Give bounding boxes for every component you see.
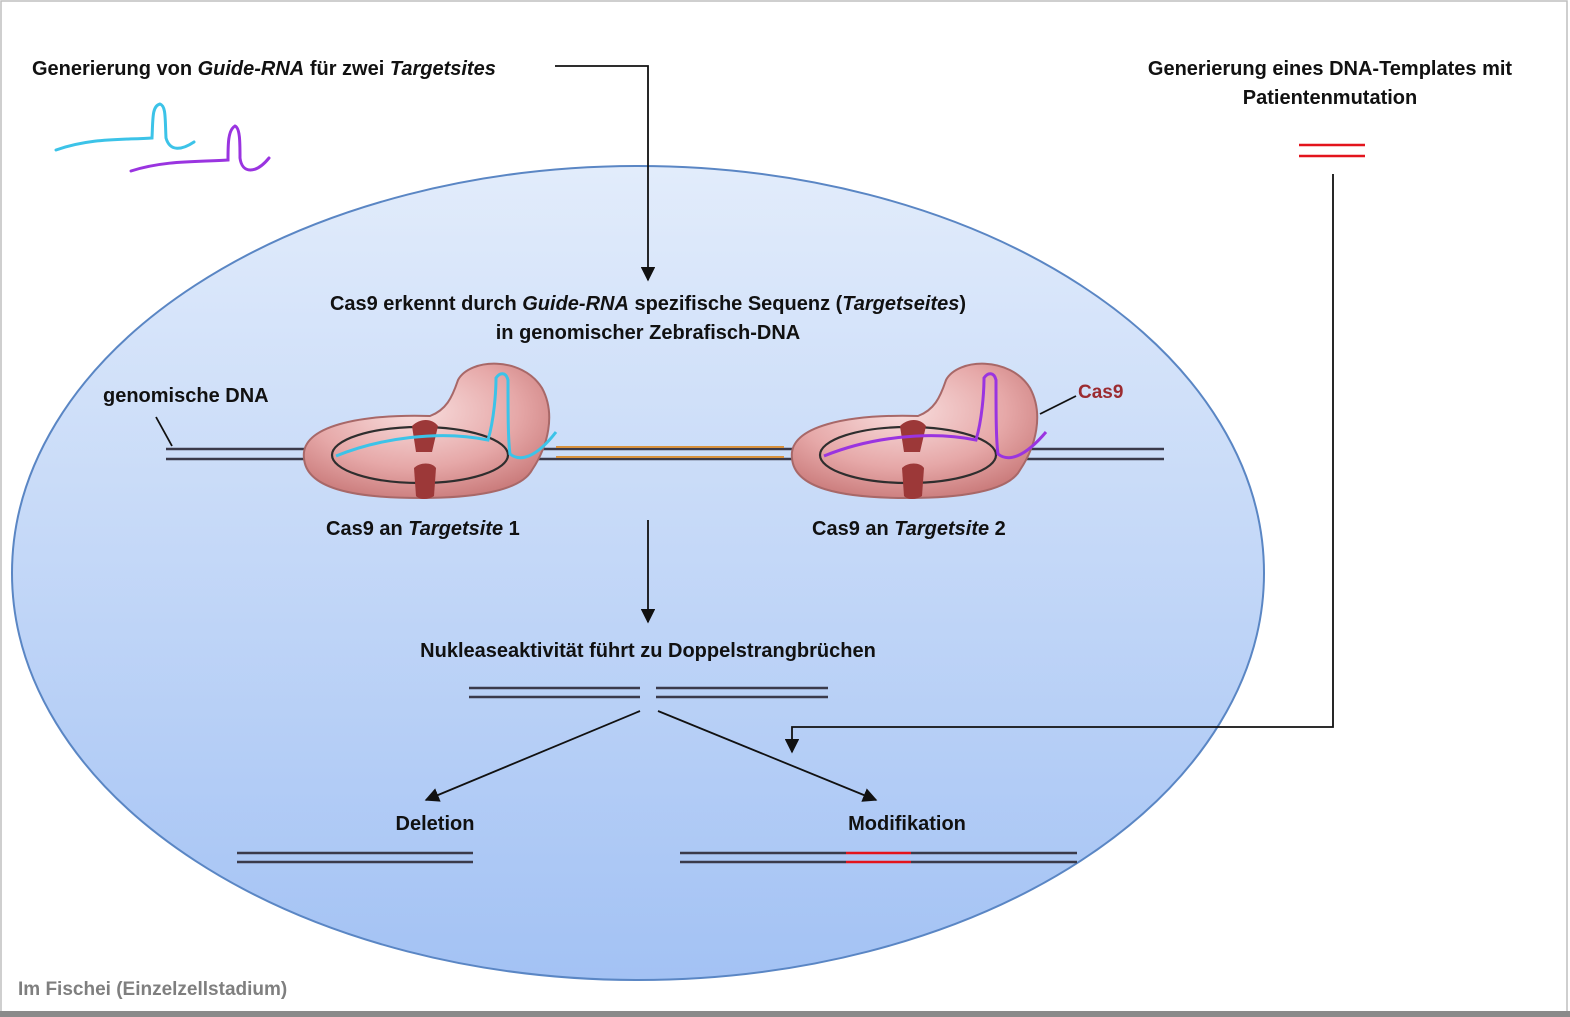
arrow-template-to-modification: [784, 174, 1334, 754]
deletion-label: Deletion: [395, 813, 475, 835]
arrow-to-modification: [657, 710, 878, 802]
template-label: Generierung eines DNA-Templates mit Pati…: [1147, 58, 1513, 109]
cas9-protein-icon: [790, 362, 1048, 500]
site1-label: Cas9 an Targetsite 1: [326, 518, 520, 540]
cas9-pointer: [1039, 395, 1077, 415]
recognition-label: Cas9 erkennt durch Guide-RNA spezifische…: [329, 293, 967, 344]
cell-stage-label: Im Fischei (Einzelzellstadium): [18, 979, 288, 1000]
dna-template-icon: [1299, 143, 1365, 158]
grna-label: Generierung von Guide-RNA für zwei Targe…: [32, 58, 496, 80]
arrow-grna-to-recognition: [555, 65, 656, 282]
excised-segment: [556, 446, 784, 458]
cell-ellipse: [11, 165, 1265, 981]
nuclease-label: Nukleaseaktivität führt zu Doppelstrangb…: [420, 640, 876, 662]
deletion-dna: [237, 851, 473, 864]
genomic-dna-label: genomische DNA: [103, 385, 269, 407]
site2-label: Cas9 an Targetsite 2: [812, 518, 1006, 540]
arrow-to-deletion: [424, 710, 641, 802]
cas9-label: Cas9: [1078, 382, 1124, 403]
guide-rna-icon: [54, 102, 271, 173]
double-strand-break: [469, 686, 828, 699]
modified-dna: [680, 851, 1077, 864]
modification-label: Modifikation: [848, 813, 966, 835]
cas9-protein-icon: [302, 362, 558, 500]
bottom-shadow: [0, 1011, 1570, 1017]
genomic-dna-pointer: [155, 416, 173, 447]
